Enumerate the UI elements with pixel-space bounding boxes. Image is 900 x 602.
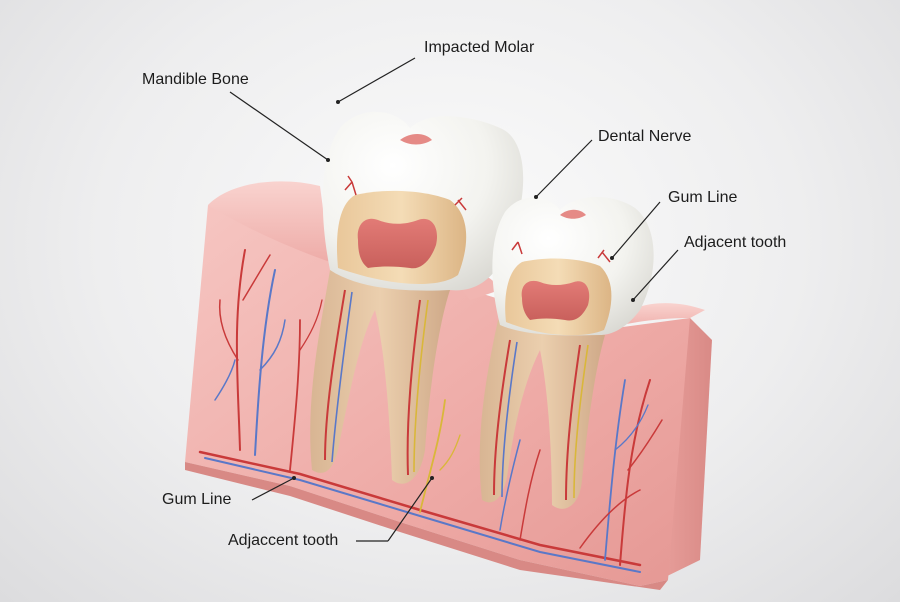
label-adjacent-tooth-bottom: Adjaccent tooth (228, 532, 339, 549)
label-dental-nerve: Dental Nerve (598, 128, 692, 145)
gum-blood-vessels (198, 249, 663, 573)
leader-gum-line-top (611, 201, 661, 259)
label-adjacent-tooth-top: Adjacent tooth (684, 234, 787, 251)
leader-gum-line-bottom (251, 477, 295, 501)
impacted-molar (310, 111, 524, 484)
leader-lines (229, 57, 679, 542)
label-gum-line-top: Gum Line (668, 189, 738, 206)
label-mandible-bone: Mandible Bone (142, 71, 249, 88)
adjacent-molar-pulp (521, 280, 590, 321)
gum-bottom-edge (185, 462, 668, 590)
molar-pulp (357, 218, 438, 269)
leader-dental-nerve (535, 139, 593, 198)
leader-mandible-bone (229, 91, 329, 161)
leader-impacted-molar (337, 57, 416, 103)
adjacent-molar-roots (479, 320, 605, 509)
gum-top-surface (208, 181, 330, 262)
label-gum-line-bottom: Gum Line (162, 491, 232, 508)
label-impacted-molar: Impacted Molar (424, 39, 535, 56)
leader-adjacent-tooth-top (632, 249, 679, 301)
adjacent-molar (479, 197, 654, 509)
